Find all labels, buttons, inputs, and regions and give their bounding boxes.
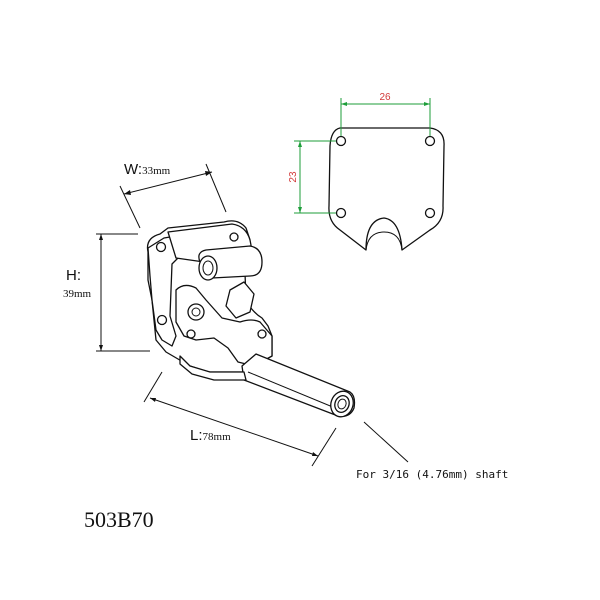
plate-vertical-dimension-text: 23 [288, 171, 299, 183]
width-label: W:33mm [124, 161, 171, 178]
length-dimension: L:78mm [143, 371, 337, 467]
body-hole [186, 329, 196, 339]
plate-hole-top-right [424, 135, 436, 147]
body-pivot [187, 303, 205, 321]
height-label: H: [66, 267, 81, 284]
plate-hole-top-left [335, 135, 347, 147]
plate-hole-bottom-right [424, 207, 436, 219]
length-label: L:78mm [190, 427, 231, 444]
clamp-assembly [146, 220, 356, 418]
width-dimension: W:33mm [119, 161, 227, 229]
pivot-hole-top [229, 232, 239, 242]
shaft-callout-text: For 3/16 (4.76mm) shaft [356, 468, 508, 481]
plate-horizontal-dimension-text: 26 [379, 92, 391, 103]
model-number: 503B70 [84, 507, 154, 532]
plate-horizontal-dimension: 26 [340, 92, 431, 136]
height-value: 39mm [63, 288, 92, 300]
plate-hole-bottom-left [335, 207, 347, 219]
shaft-callout: For 3/16 (4.76mm) shaft [356, 421, 508, 481]
plate-vertical-dimension: 23 [288, 140, 336, 214]
mount-hole-bottom [156, 314, 168, 326]
height-dimension: H: 39mm [63, 233, 150, 352]
link-pivot [257, 329, 267, 339]
mount-hole-top [155, 241, 167, 253]
mounting-plate [328, 127, 445, 251]
